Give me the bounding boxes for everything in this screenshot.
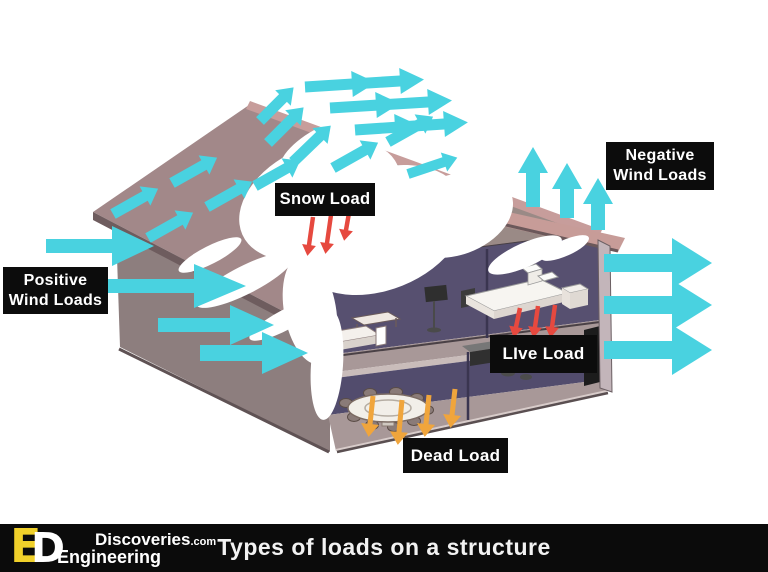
wind-arrow [604, 325, 712, 375]
negative-wind-text-2: Wind Loads [613, 167, 707, 184]
nightstand [560, 283, 590, 309]
wind-arrow [256, 87, 294, 125]
wind-arrow [394, 114, 419, 140]
negative-wind-arrows [518, 147, 613, 230]
wind-arrow [375, 92, 400, 118]
snow-patches [178, 117, 589, 420]
negative-wind-loads-label: Negative Wind Loads [606, 142, 714, 190]
bed [464, 263, 570, 319]
load-arrow-orange [361, 395, 379, 437]
positive-wind-text-1: Positive [23, 271, 88, 289]
wind-arrow [46, 226, 154, 266]
wind-arrow [406, 152, 458, 179]
snow-load-text: Snow Load [279, 190, 371, 209]
wind-arrow [252, 158, 301, 191]
wind-arrow [169, 155, 218, 188]
wind-arrow [351, 71, 376, 97]
brand-name: Discoveries.com [95, 530, 216, 550]
brand-name-secondary: Engineering [57, 547, 162, 567]
wind-arrow [518, 147, 548, 207]
wind-arrow [604, 280, 712, 330]
tv-on-stand [424, 284, 448, 333]
diagram-title: Types of loads on a structure [217, 534, 551, 560]
wind-arrow [145, 210, 194, 243]
dead-load-label: Dead Load [403, 438, 508, 473]
wind-arrow [330, 140, 379, 173]
wind-arrow [104, 264, 246, 308]
wind-arrow [552, 163, 582, 218]
load-arrows [46, 68, 712, 445]
live-load-text: LIve Load [502, 344, 585, 364]
snow-load-label: Snow Load [275, 183, 375, 216]
wind-arrow [604, 238, 712, 288]
brand-logo-e: E [10, 519, 42, 572]
live-load-label: LIve Load [490, 335, 597, 373]
brand-name-main: Discoveries [95, 530, 191, 549]
wind-arrow [110, 186, 159, 219]
dead-load-text: Dead Load [410, 445, 501, 465]
negative-wind-text-1: Negative [625, 147, 695, 164]
load-arrow-red [509, 307, 523, 338]
stool [520, 374, 532, 380]
load-arrow-red [302, 216, 316, 256]
wind-arrow [289, 125, 331, 166]
brand-name-suffix: .com [190, 536, 217, 548]
brand-logo-d: D [31, 524, 66, 572]
wind-arrow [583, 178, 613, 230]
wind-arrow [264, 107, 304, 147]
load-arrow-red [528, 305, 542, 338]
load-arrow-orange [417, 394, 435, 437]
load-arrow-orange [390, 399, 408, 445]
dining-table [339, 387, 434, 432]
load-arrow-red [320, 214, 334, 254]
positive-wind-text-2: Wind Loads [8, 291, 103, 309]
footer-bar: E D Discoveries.com Engineering Types of… [0, 519, 768, 572]
load-arrow-red [545, 304, 559, 338]
wind-arrow [200, 332, 308, 374]
load-arrow-orange [443, 388, 461, 428]
wind-arrow [204, 179, 253, 212]
wind-arrow [158, 305, 274, 345]
positive-wind-loads-label: Positive Wind Loads [3, 267, 108, 314]
load-arrow-red [339, 212, 353, 241]
